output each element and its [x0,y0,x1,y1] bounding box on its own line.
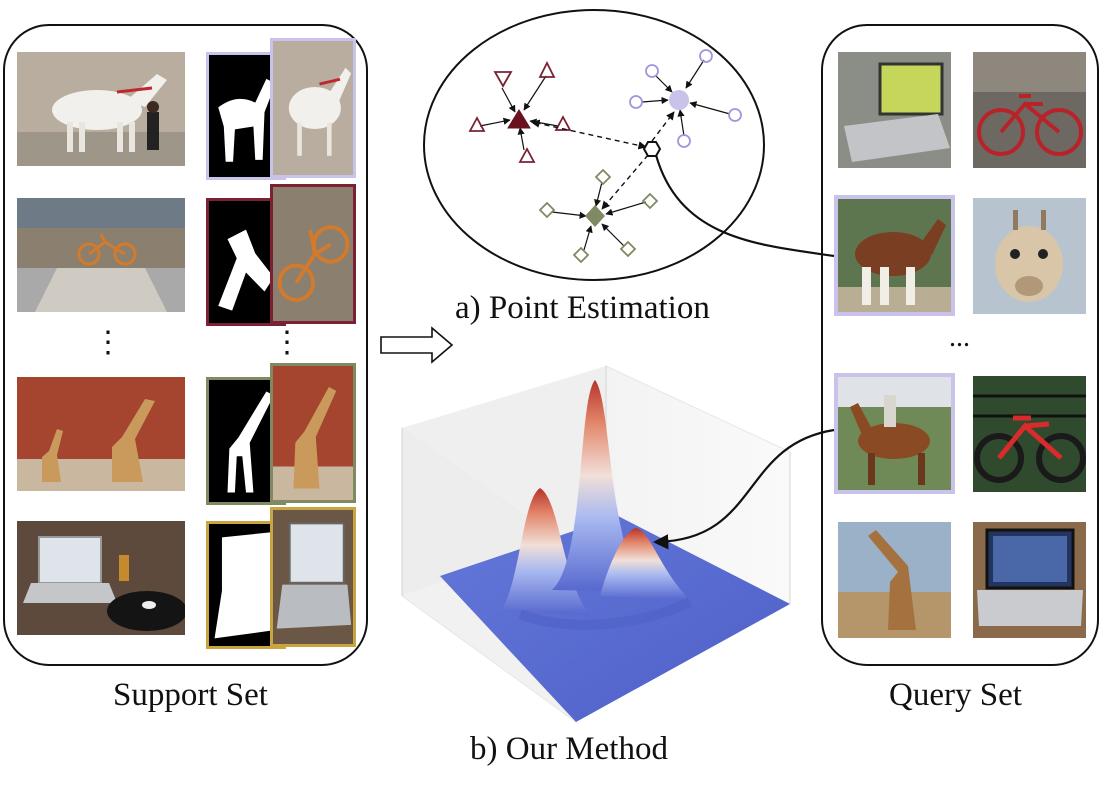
surface-peak-right [600,528,690,600]
query-image-laptop-2 [973,522,1086,638]
support-set-caption: Support Set [113,677,268,713]
support-masked-image-laptop [270,507,356,647]
support-masked-image-horse [270,38,356,178]
diamond-prototype-cluster [551,181,647,251]
query-link-arrow-top [654,154,835,258]
support-ellipsis-right: ⋮ [272,326,302,359]
query-distance-lines [531,111,675,210]
triangle-prototype [507,109,531,129]
support-masked-image-giraffe [270,363,356,503]
query-ellipsis: ... [949,322,970,353]
diamond-prototype [585,205,605,227]
support-masked-image-bicycle [270,184,356,324]
diamond-support-points [538,168,659,264]
support-image-horse [17,52,185,166]
point-estimation-ellipse [423,9,765,281]
surface-peak-center [552,380,650,592]
our-method-caption: b) Our Method [470,731,668,767]
query-image-giraffe-1 [973,198,1086,314]
support-image-laptop [17,521,185,635]
query-set-caption: Query Set [889,677,1022,713]
query-link-arrow-bottom [652,428,835,550]
circle-support-points [629,49,742,148]
query-point-hexagon [642,141,662,157]
support-ellipsis-left: ⋮ [93,326,123,359]
circle-prototype [669,90,689,110]
support-to-method-arrow [380,326,454,364]
support-image-bicycle [17,198,185,312]
query-image-bicycle-2 [973,376,1086,492]
query-image-giraffe-2 [838,522,951,638]
support-image-giraffe [17,377,185,491]
query-image-horse-1 [834,195,955,316]
query-image-horse-2 [834,373,955,494]
density-surface-plot [401,365,791,723]
query-image-bicycle-1 [973,52,1086,168]
query-image-laptop [838,52,951,168]
circle-prototype-cluster [641,59,731,137]
point-estimation-caption: a) Point Estimation [455,290,710,326]
